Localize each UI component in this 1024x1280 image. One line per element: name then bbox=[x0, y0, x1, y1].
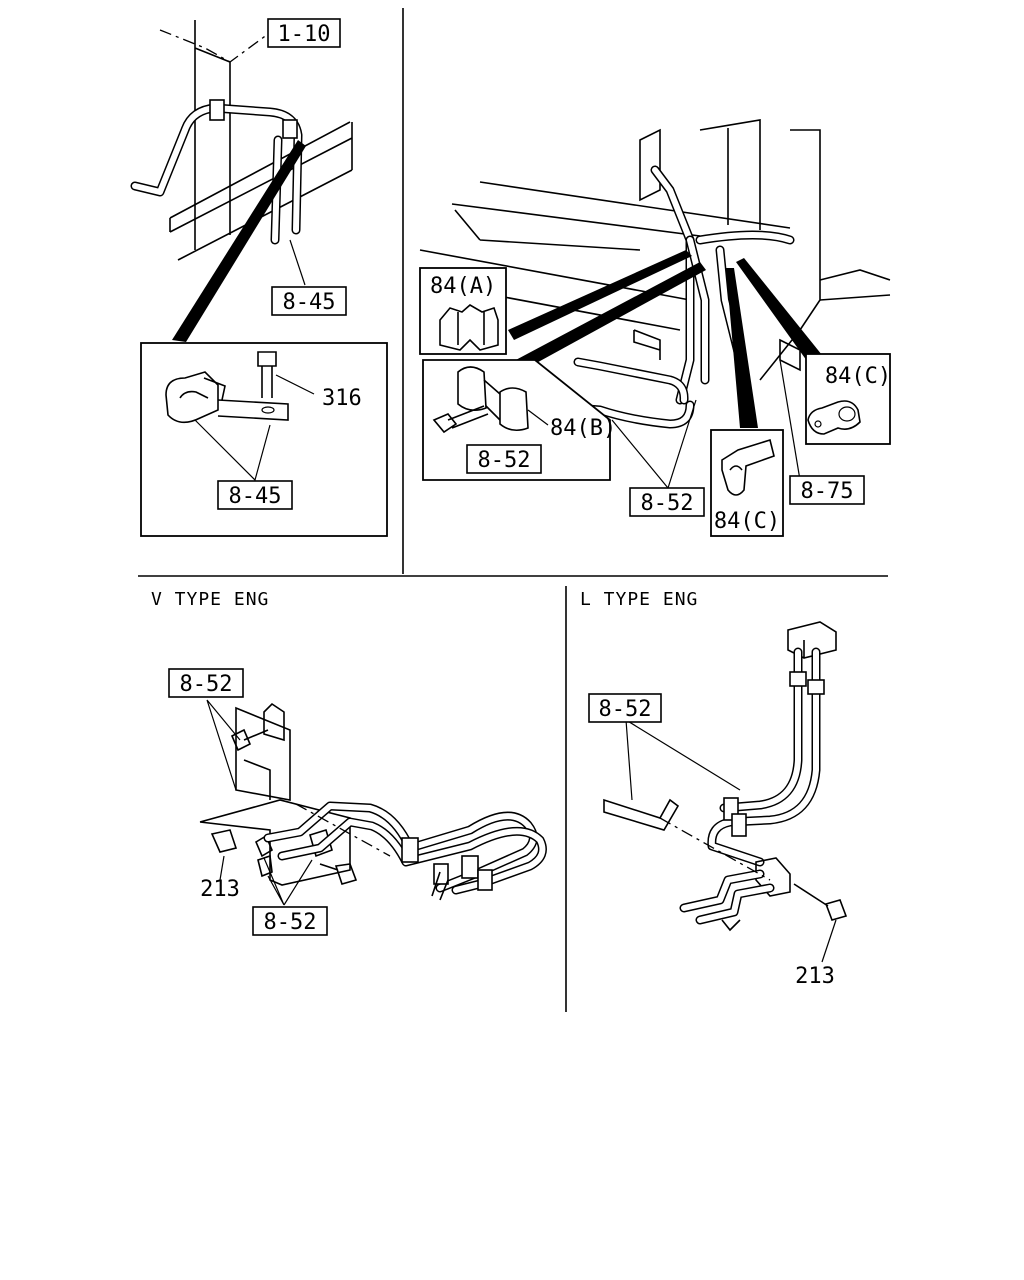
v-type-assembly bbox=[199, 699, 547, 906]
label-8-52-l-text: 8-52 bbox=[599, 697, 652, 722]
label-213-v-text: 213 bbox=[200, 877, 240, 902]
label-8-52-box: 8-52 bbox=[466, 444, 542, 474]
label-8-45-box-text: 8-45 bbox=[229, 484, 282, 509]
label-213-l-text: 213 bbox=[795, 964, 835, 989]
detail-box-84c-lower bbox=[710, 429, 784, 537]
label-8-52-v-bottom-text: 8-52 bbox=[264, 910, 317, 935]
label-316-text: 316 bbox=[322, 386, 362, 411]
label-84a-text: 84(A) bbox=[430, 274, 496, 299]
detail-box-84a bbox=[419, 267, 507, 355]
label-84c-right-text: 84(C) bbox=[825, 364, 891, 389]
label-84c-lower-text: 84(C) bbox=[714, 509, 780, 534]
label-8-75-text: 8-75 bbox=[801, 479, 854, 504]
label-8-52-v-top-text: 8-52 bbox=[180, 672, 233, 697]
label-8-45-top-text: 8-45 bbox=[283, 290, 336, 315]
top-right-assembly bbox=[419, 119, 891, 490]
top-left-assembly bbox=[130, 20, 353, 342]
panel-dividers bbox=[138, 8, 888, 1012]
label-8-52-main-text: 8-52 bbox=[641, 491, 694, 516]
label-8-52-l: 8-52 bbox=[588, 693, 662, 723]
label-8-52-main: 8-52 bbox=[629, 487, 705, 517]
label-8-52-v-bottom: 8-52 bbox=[252, 906, 328, 936]
l-type-assembly bbox=[603, 621, 848, 963]
caption-l-type: L TYPE ENG bbox=[580, 589, 698, 610]
label-8-75: 8-75 bbox=[789, 475, 865, 505]
label-8-52-v-top: 8-52 bbox=[168, 668, 244, 698]
label-8-45-top: 8-45 bbox=[271, 286, 347, 316]
label-8-52-box-text: 8-52 bbox=[478, 448, 531, 473]
label-84b-text: 84(B) bbox=[550, 416, 616, 441]
caption-v-type: V TYPE ENG bbox=[151, 589, 269, 610]
label-1-10: 1-10 bbox=[267, 18, 341, 48]
label-8-45-box: 8-45 bbox=[217, 480, 293, 510]
detail-box-84c-right bbox=[805, 353, 891, 445]
label-1-10-text: 1-10 bbox=[278, 22, 331, 47]
